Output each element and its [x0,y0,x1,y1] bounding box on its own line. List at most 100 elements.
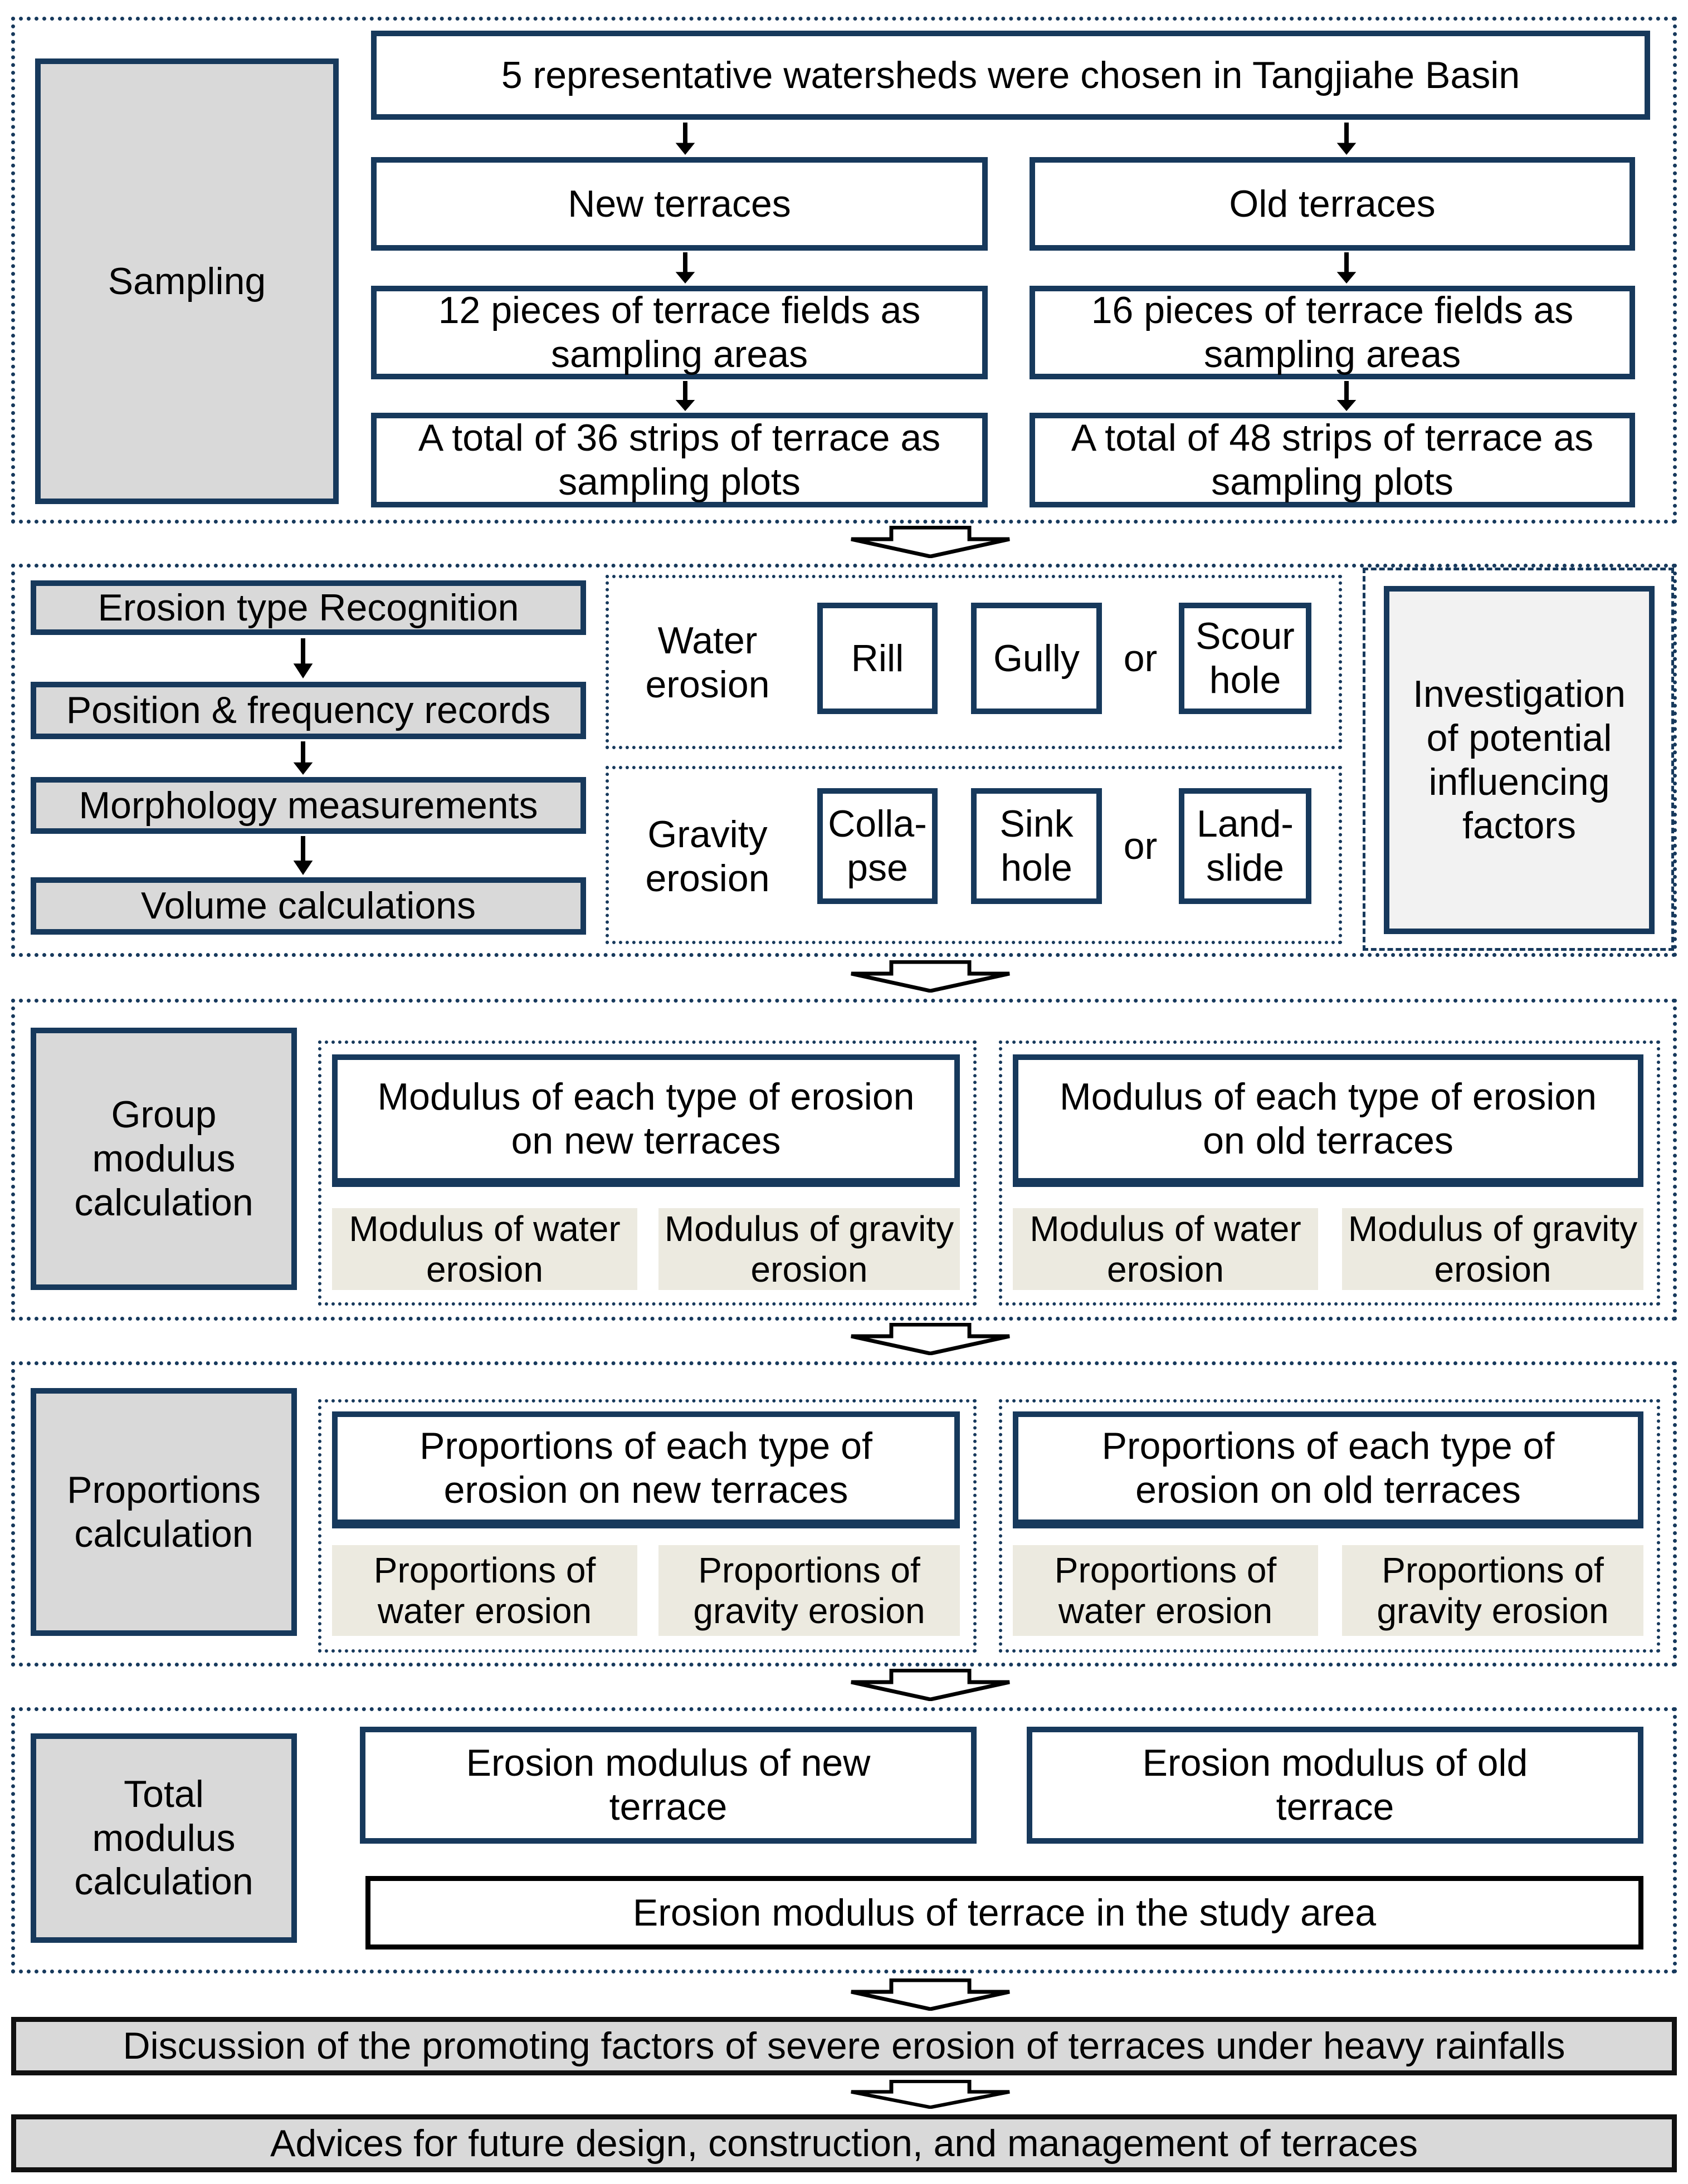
rill-box: Rill [817,603,938,714]
landslide-text: Land-slide [1197,803,1294,889]
investigation-box: Investigation of potential influencing f… [1384,586,1655,934]
block-arrow-icon [848,960,1013,993]
new-sampling-plots-box: A total of 36 strips of terrace as sampl… [371,413,988,507]
step-text: Morphology measurements [79,784,538,827]
old-sampling-plots-text: A total of 48 strips of terrace as sampl… [1071,417,1594,503]
scour-hole-box: Scour hole [1179,603,1311,714]
new-sampling-areas-box: 12 pieces of terrace fields as sampling … [371,286,988,379]
erosion-modulus-old-text: Erosion modulus of old terrace [1142,1742,1528,1828]
erosion-modulus-new-box: Erosion modulus of new terrace [360,1727,977,1844]
proportions-old-gravity-box: Proportions of gravity erosion [1342,1545,1643,1636]
group-modulus-section-border [11,999,1677,1321]
proportions-old-header-box: Proportions of each type of erosion on o… [1013,1411,1643,1528]
old-terraces-text: Old terraces [1229,182,1436,225]
sampling-section-border [11,17,1677,524]
new-sampling-areas-text: 12 pieces of terrace fields as sampling … [438,289,921,375]
proportions-new-header-box: Proportions of each type of erosion on n… [332,1411,960,1528]
group-new-panel-border [318,1040,977,1306]
new-terraces-text: New terraces [568,182,791,225]
sink-hole-text: Sink hole [999,803,1074,889]
group-new-header-box: Modulus of each type of erosion on new t… [332,1054,960,1187]
new-sampling-plots-text: A total of 36 strips of terrace as sampl… [418,417,941,503]
block-arrow-icon [848,1323,1013,1355]
proportions-new-panel-border [318,1399,977,1653]
proportions-new-gravity-box: Proportions of gravity erosion [658,1545,960,1636]
proportions-section-label: Proportions calculation [31,1388,297,1636]
gully-box: Gully [971,603,1102,714]
advices-banner: Advices for future design, construction,… [11,2114,1677,2172]
landslide-box: Land-slide [1179,788,1311,904]
proportions-section-border [11,1361,1677,1667]
new-terraces-box: New terraces [371,157,988,251]
discussion-banner-text: Discussion of the promoting factors of s… [123,2025,1565,2068]
step-morphology-measurements: Morphology measurements [31,777,586,834]
down-arrow-icon [674,123,696,155]
block-arrow-icon [848,1669,1013,1701]
erosion-modulus-old-box: Erosion modulus of old terrace [1027,1727,1643,1844]
total-modulus-section-border [11,1707,1677,1973]
sampling-intro-text: 5 representative watersheds were chosen … [501,53,1520,96]
group-old-header-text: Modulus of each type of erosion on old t… [1060,1076,1597,1162]
proportions-new-gravity-text: Proportions of gravity erosion [693,1550,925,1631]
down-arrow-icon [1335,123,1358,155]
or-text: or [1123,824,1158,867]
sampling-intro-box: 5 representative watersheds were chosen … [371,31,1650,120]
down-arrow-icon [292,741,314,775]
proportions-new-water-text: Proportions of water erosion [373,1550,596,1631]
erosion-modulus-study-area-box: Erosion modulus of terrace in the study … [365,1876,1643,1950]
proportions-new-header-text: Proportions of each type of erosion on n… [419,1425,872,1511]
group-new-gravity-box: Modulus of gravity erosion [658,1208,960,1290]
proportions-new-water-box: Proportions of water erosion [332,1545,637,1636]
total-modulus-label-text: Total modulus calculation [74,1772,253,1903]
group-old-header-box: Modulus of each type of erosion on old t… [1013,1054,1643,1187]
sink-hole-box: Sink hole [971,788,1102,904]
block-arrow-icon [848,2080,1013,2109]
step-text: Position & frequency records [66,689,551,732]
gully-text: Gully [993,637,1080,680]
group-new-gravity-text: Modulus of gravity erosion [664,1209,954,1289]
collapse-text: Colla-pse [828,803,927,889]
group-old-water-text: Modulus of water erosion [1030,1209,1301,1289]
block-arrow-icon [848,1978,1013,2011]
group-old-water-box: Modulus of water erosion [1013,1208,1318,1290]
water-erosion-label: Water erosion [613,590,802,735]
step-volume-calculations: Volume calculations [31,877,586,935]
proportions-old-gravity-text: Proportions of gravity erosion [1377,1550,1609,1631]
old-sampling-areas-text: 16 pieces of terrace fields as sampling … [1091,289,1574,375]
down-arrow-icon [674,381,696,411]
step-erosion-type-recognition: Erosion type Recognition [31,580,586,635]
group-old-gravity-text: Modulus of gravity erosion [1348,1209,1638,1289]
investigation-dashed-border [1363,568,1674,951]
step-position-frequency-records: Position & frequency records [31,682,586,739]
gravity-erosion-group-border [606,766,1342,944]
gravity-or-label: or [1104,788,1177,904]
rill-text: Rill [851,637,904,680]
scour-hole-text: Scour hole [1196,615,1295,701]
sampling-label-text: Sampling [108,260,266,302]
proportions-old-water-text: Proportions of water erosion [1054,1550,1277,1631]
down-arrow-icon [292,836,314,875]
gravity-erosion-label: Gravity erosion [613,783,802,930]
old-sampling-plots-box: A total of 48 strips of terrace as sampl… [1030,413,1635,507]
proportions-old-panel-border [999,1399,1660,1653]
group-modulus-label-text: Group modulus calculation [74,1093,253,1224]
step-text: Erosion type Recognition [97,586,519,629]
step-text: Volume calculations [140,885,476,927]
old-terraces-box: Old terraces [1030,157,1635,251]
group-old-panel-border [999,1040,1660,1306]
collapse-box: Colla-pse [817,788,938,904]
block-arrow-icon [848,526,1013,558]
down-arrow-icon [1335,252,1358,284]
or-text: or [1123,637,1158,680]
old-sampling-areas-box: 16 pieces of terrace fields as sampling … [1030,286,1635,379]
discussion-banner: Discussion of the promoting factors of s… [11,2017,1677,2075]
group-old-gravity-box: Modulus of gravity erosion [1342,1208,1643,1290]
proportions-label-text: Proportions calculation [67,1468,261,1555]
down-arrow-icon [1335,381,1358,411]
down-arrow-icon [674,252,696,284]
group-new-header-text: Modulus of each type of erosion on new t… [377,1076,915,1162]
proportions-old-water-box: Proportions of water erosion [1013,1545,1318,1636]
water-or-label: or [1104,603,1177,714]
group-new-water-text: Modulus of water erosion [349,1209,621,1289]
gravity-erosion-label-text: Gravity erosion [645,813,770,900]
